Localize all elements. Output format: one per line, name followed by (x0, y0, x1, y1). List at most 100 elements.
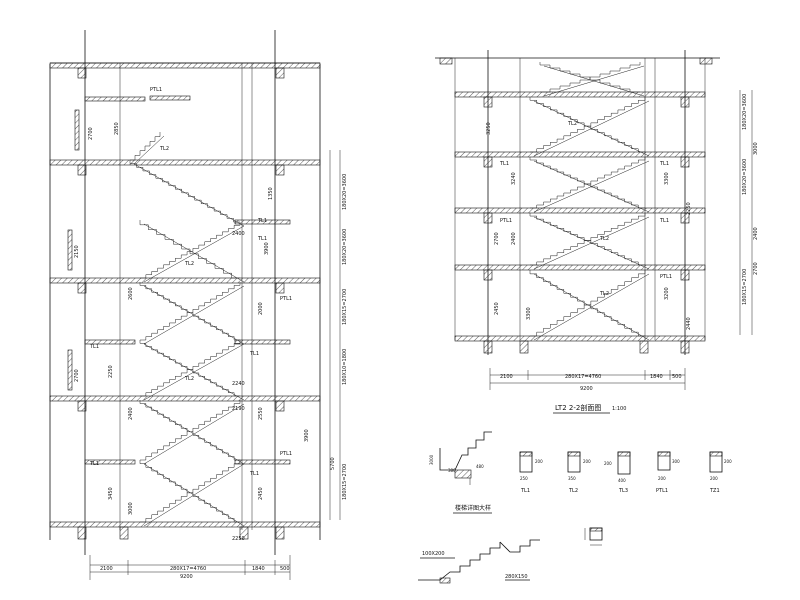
stair-slab (143, 343, 245, 401)
detail-drawings: 楼梯详图大样 TL1 250 200 TL2 350 200 TL3 400 2… (418, 431, 732, 584)
left-section-dims: 2100 280X17=4760 1840 500 9200 180X20=36… (74, 87, 348, 580)
dim-total-text: 9200 (580, 386, 593, 392)
dim-text: 2250 (108, 365, 114, 378)
stair-slab (143, 403, 245, 465)
stair-flight (130, 132, 161, 161)
stair-slab (533, 216, 650, 270)
floor-slab (49, 62, 321, 69)
floor-slab (454, 151, 706, 158)
beam-section-tl2: TL2 350 200 (567, 451, 591, 494)
dim-text: 5700 (330, 457, 336, 470)
dim-text: 3000 (753, 142, 759, 155)
beam-dim: 200 (658, 476, 666, 481)
dim-text: 2850 (114, 122, 120, 135)
stair-flight (139, 400, 240, 461)
detail-label: 楼梯详图大样 (455, 504, 491, 512)
beam-dim: 200 (535, 459, 543, 464)
beam-dim: 250 (520, 476, 528, 481)
beam-section-tl1: TL1 250 200 (519, 451, 543, 494)
stair-flight (530, 97, 646, 153)
dim-text: 2000 (258, 302, 264, 315)
dim-text: 2100 (500, 374, 513, 380)
beam-label: PTL1 (280, 451, 292, 457)
dim-text: 3900 (264, 242, 270, 255)
dim-total-text: 9200 (180, 574, 193, 580)
stair-flight (139, 220, 240, 279)
stair-slab (133, 163, 245, 227)
beam-section-label: TL2 (568, 488, 578, 494)
beam-section-tz1: TZ1 200 200 (709, 451, 732, 494)
detail-dim: 100X200 (422, 551, 445, 557)
beam-section-label: TL1 (520, 488, 530, 494)
detail-dim: 280X150 (505, 574, 528, 580)
beam-label: TL1 (257, 236, 267, 242)
column-detail (584, 527, 603, 546)
dim-text: 2700 (753, 262, 759, 275)
dim-text: 2550 (258, 407, 264, 420)
dim-text: 500 (280, 566, 290, 572)
stair-flight (139, 460, 240, 523)
stair-flight (140, 222, 241, 279)
dim-text: 2700 (88, 127, 94, 140)
beam-label: TL2 (599, 291, 609, 297)
dim-text: 1840 (650, 374, 663, 380)
stair-slab (533, 160, 650, 213)
stair-slab (133, 135, 165, 165)
dim-text: 2450 (258, 487, 264, 500)
dim-text: 3200 (664, 287, 670, 300)
dim-text: 2700 (494, 232, 500, 245)
dim-text: 3300 (526, 307, 532, 320)
misc-dim: 3000 (429, 454, 434, 465)
stair-slab (543, 65, 645, 97)
stair-slab (533, 100, 650, 157)
dim-text: 1840 (252, 566, 265, 572)
beam-label: TL2 (567, 121, 577, 127)
section-title: LT2 2-2剖面图 (555, 403, 601, 412)
stair-flight (140, 400, 241, 461)
stair-flight (530, 157, 646, 209)
dim-text: 2700 (74, 369, 80, 382)
floor-slab (49, 277, 321, 284)
beam-section-label: TL3 (618, 488, 628, 494)
dim-text: 500 (672, 374, 682, 380)
dim-text: 180X15=2700 (742, 269, 748, 305)
right-stair-section (435, 50, 753, 390)
beam-label: TL1 (257, 218, 267, 224)
stair-flight (529, 270, 645, 337)
left-stair-section (49, 30, 341, 580)
stair-flight (529, 213, 645, 266)
floor-slab (454, 207, 706, 214)
beam-dim: 200 (710, 476, 718, 481)
beam-label: TL1 (659, 161, 669, 167)
dim-text: 2400 (128, 407, 134, 420)
beam-label: TL1 (499, 161, 509, 167)
stair-slab (143, 463, 245, 527)
stair-flight (529, 157, 645, 209)
dim-text: 2190 (232, 406, 245, 412)
beam-label: TL2 (159, 146, 169, 152)
beam-label: PTL1 (280, 296, 292, 302)
dim-text: 280X17=4760 (170, 566, 206, 572)
beam-dim: 200 (583, 459, 591, 464)
dim-text: 2240 (232, 381, 245, 387)
beam-dim: 350 (568, 476, 576, 481)
beam-section-label: TZ1 (709, 488, 720, 494)
dim-text: 2150 (74, 245, 80, 258)
beam-label: TL2 (184, 261, 194, 267)
beam-label: TL1 (249, 471, 259, 477)
dim-text: 180X20=3600 (342, 174, 348, 210)
stair-slab (143, 223, 245, 283)
dim-text: 2400 (753, 227, 759, 240)
dim-text: 2250 (686, 202, 692, 215)
beam-label: TL2 (184, 376, 194, 382)
dim-text: 3250 (486, 122, 492, 135)
stair-slab (143, 285, 245, 345)
dim-text: 280X17=4760 (565, 374, 601, 380)
right-section-dims: 2100 280X17=4760 1840 500 9200 180X20=36… (486, 94, 759, 414)
beam-label: TL1 (249, 351, 259, 357)
stair-flight (140, 282, 241, 341)
dim-text: 3300 (664, 172, 670, 185)
stair-flight (530, 213, 646, 266)
beam-label: TL2 (599, 236, 609, 242)
